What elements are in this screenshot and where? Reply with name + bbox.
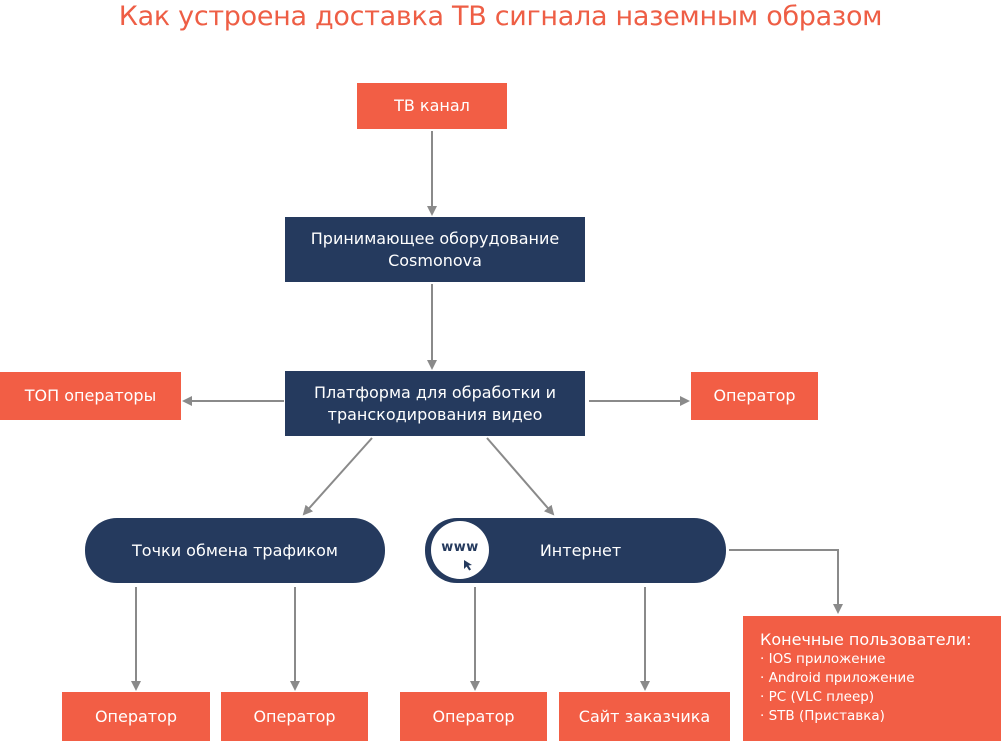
- platform-label-line2: транскодирования видео: [327, 404, 543, 424]
- receiver-box: Принимающее оборудование Cosmonova: [285, 217, 585, 282]
- end-users-item-android: · Android приложение: [760, 670, 915, 686]
- end-users-item-pc: · PC (VLC плеер): [760, 689, 875, 705]
- operator-2-box: Оператор: [221, 692, 368, 741]
- platform-label-line1: Платформа для обработки и: [313, 382, 557, 402]
- customer-site-box: Сайт заказчика: [559, 692, 730, 741]
- receiver-label-line1: Принимающее оборудование: [310, 228, 560, 248]
- cursor-arrow-icon: [464, 560, 472, 571]
- www-icon: [431, 521, 489, 579]
- tv-channel-box: ТВ канал: [357, 83, 507, 129]
- operator-1-box: Оператор: [62, 692, 210, 741]
- exchange-points-pill: Точки обмена трафиком: [85, 518, 385, 583]
- operator-2-label: Оператор: [253, 706, 336, 726]
- end-users-heading: Конечные пользователи:: [760, 630, 972, 649]
- platform-box: Платформа для обработки и транскодирован…: [285, 371, 585, 436]
- page-title: Как устроена доставка ТВ сигнала наземны…: [118, 1, 883, 32]
- operator-1-label: Оператор: [94, 706, 178, 726]
- top-operators-label: ТОП операторы: [24, 386, 157, 405]
- end-users-box: Конечные пользователи: · IOS приложение …: [743, 616, 1001, 741]
- internet-label: Интернет: [539, 540, 622, 560]
- arrow-internet-to-end-users: [729, 549, 843, 614]
- receiver-label-line2: Cosmonova: [388, 250, 482, 270]
- end-users-item-ios: · IOS приложение: [760, 651, 886, 667]
- arrow-platform-to-internet: [486, 437, 555, 516]
- tv-channel-label: ТВ канал: [394, 96, 470, 115]
- arrow-platform-to-exchange: [302, 437, 373, 516]
- top-operators-box: ТОП операторы: [0, 372, 181, 420]
- exchange-points-label: Точки обмена трафиком: [132, 540, 338, 560]
- operator-3-box: Оператор: [400, 692, 547, 741]
- end-users-item-stb: · STB (Приставка): [760, 708, 885, 724]
- operator-right-box: Оператор: [691, 372, 818, 420]
- operator-3-label: Оператор: [432, 706, 515, 726]
- operator-right-label: Оператор: [713, 386, 796, 405]
- www-icon-label: www: [441, 540, 479, 555]
- customer-site-label: Сайт заказчика: [578, 706, 711, 726]
